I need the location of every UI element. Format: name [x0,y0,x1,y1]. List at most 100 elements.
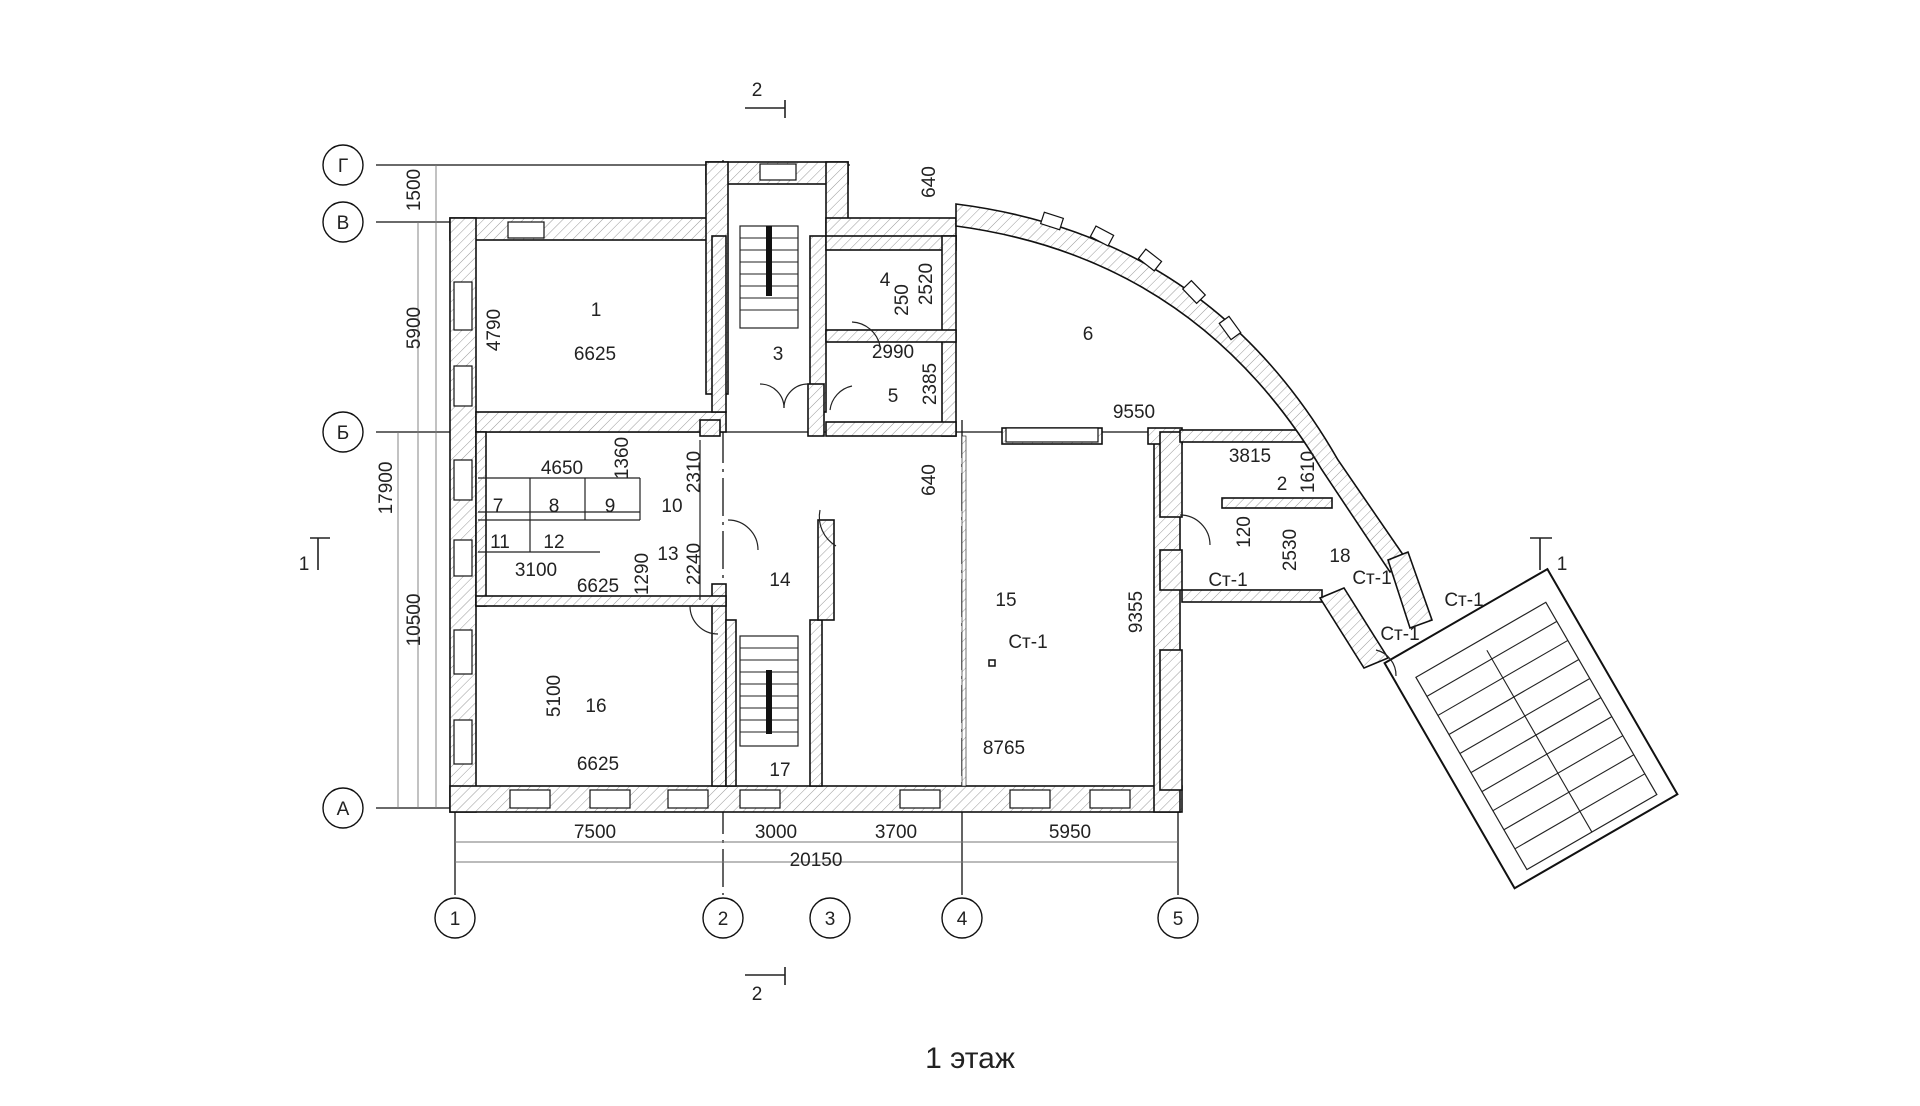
door [829,385,853,411]
dim-left-3: 17900 [376,462,397,515]
dim-block-3100: 3100 [515,560,557,581]
room-5-label: 5 [888,386,899,407]
dim-bottom-total: 20150 [790,850,843,871]
window [667,789,709,809]
dim-left-2: 5900 [404,307,425,349]
window [509,789,551,809]
page-title: 1 этаж [925,1042,1015,1075]
room-16-label: 16 [585,696,606,717]
dim-top-wall: 640 [919,166,940,198]
column-tag: Ст-1 [1444,590,1483,611]
dim-bottom-4: 5950 [1049,822,1091,843]
column-tag: Ст-1 [1008,632,1047,653]
dim-bottom-2: 3000 [755,822,797,843]
room-10-label: 10 [661,496,682,517]
dim-block-1360: 1360 [612,437,633,479]
external-stair [1383,567,1679,890]
room-6-label: 6 [1083,324,1094,345]
axis-bubble-5 [1157,897,1199,939]
window [739,789,781,809]
dim-block-6625: 6625 [577,576,619,597]
axis-label-a: А [337,799,350,820]
window [453,629,473,675]
window [589,789,631,809]
dim-left-4: 10500 [404,594,425,647]
column-tag: Ст-1 [1208,570,1247,591]
axis-bubble-1 [434,897,476,939]
room-15-label: 15 [995,590,1016,611]
window [453,719,473,765]
axis-bubble-4 [941,897,983,939]
door [818,509,837,547]
axis-label-b: Б [337,423,349,444]
room-4-label: 4 [880,270,891,291]
axis-label-5: 5 [1173,909,1184,930]
axis-bubble-v [322,201,364,243]
dim-block-4650: 4650 [541,458,583,479]
room-13-label: 13 [657,544,678,565]
column-tag: Ст-1 [1380,624,1419,645]
dim-room5-w: 2990 [872,342,914,363]
dim-room1-w: 6625 [574,344,616,365]
axis-bubbles: Г В Б А 1 2 3 4 5 [322,144,1199,939]
window [1089,225,1115,247]
section-2-bottom-label: 2 [752,984,763,1005]
section-2-top-label: 2 [752,80,763,101]
room-12-label: 12 [543,532,564,553]
door [1375,649,1397,677]
door [727,519,759,551]
room-3-label: 3 [773,344,784,365]
dim-bottom-1: 7500 [574,822,616,843]
column-tag: Ст-1 [1352,568,1391,589]
dim-block-2310: 2310 [684,451,705,493]
dim-room18-a: 120 [1234,516,1255,548]
dim-room1-h: 4790 [484,309,505,351]
door [759,383,785,409]
partitions [475,431,967,787]
dim-room16-h: 5100 [544,675,565,717]
dimension-lines [397,165,1178,863]
dim-room16-w: 6625 [577,754,619,775]
stair-3 [739,225,799,329]
column-marker [988,659,996,667]
room-2-label: 2 [1277,474,1288,495]
window [1009,789,1051,809]
axis-bubble-b [322,411,364,453]
window [1218,315,1242,341]
section-marks: 2 2 1 1 [299,80,1568,1005]
dim-bottom-3: 3700 [875,822,917,843]
window [507,221,545,239]
window [1039,211,1065,231]
room-14-label: 14 [769,570,791,591]
dim-room5-h: 2385 [920,363,941,405]
axis-bubble-2 [702,897,744,939]
doors [689,321,1397,677]
room-11-label: 11 [490,532,510,553]
window [453,281,473,331]
dim-room2-w: 3815 [1229,446,1271,467]
door [1179,514,1211,546]
dim-block-1290: 1290 [632,553,653,595]
window [1181,279,1207,305]
window [453,365,473,407]
dim-room6-span: 9550 [1113,402,1155,423]
dim-room15-h: 9355 [1126,591,1147,633]
dim-room4-b: 2520 [916,263,937,305]
dim-room2-h: 1610 [1298,451,1319,493]
column-tags: Ст-1 Ст-1 Ст-1 Ст-1 Ст-1 [1008,568,1483,653]
axis-label-g: Г [338,156,348,177]
dim-mid-wall: 640 [919,464,940,496]
section-1-left-label: 1 [299,554,310,575]
dim-block-2240: 2240 [684,543,705,585]
room-1-label: 1 [591,300,602,321]
stair-17 [739,635,799,747]
axis-label-4: 4 [957,909,968,930]
axis-label-1: 1 [450,909,461,930]
dim-room18-b: 2530 [1280,529,1301,571]
window [1005,427,1099,443]
dimension-labels: 7500 3000 3700 5950 20150 1500 5900 1790… [376,166,1319,871]
axis-bubble-g [322,144,364,186]
window [453,459,473,501]
section-1-right-label: 1 [1557,554,1568,575]
window [1137,248,1163,272]
